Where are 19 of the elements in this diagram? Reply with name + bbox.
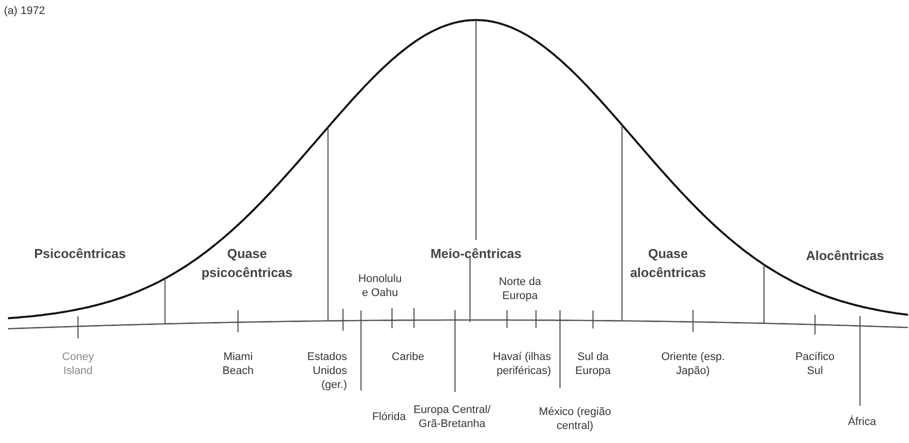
destination-label: México (região central) <box>538 405 612 433</box>
destination-label: Estados Unidos (ger.) <box>306 350 347 392</box>
destination-label: Miami Beach <box>221 350 255 378</box>
chart-title: (a) 1972 <box>4 4 46 18</box>
destination-label: África <box>846 415 878 429</box>
destination-label: Sul da Europa <box>574 350 612 378</box>
destination-label: Havaí (ilhas periféricas) <box>492 350 551 378</box>
destination-label: Coney Island <box>61 350 95 378</box>
destination-label: Caribe <box>390 350 426 364</box>
destination-label: Flórida <box>371 410 407 424</box>
category-label: Quase psicocêntricas <box>200 245 294 282</box>
destination-label: Norte da Europa <box>498 275 542 303</box>
destination-label: Pacífico Sul <box>794 350 836 378</box>
category-label: Psicocêntricas <box>33 245 127 263</box>
category-label: Quase alocêntricas <box>629 245 707 282</box>
category-label: Meio-cêntricas <box>429 245 523 263</box>
category-label: Alocêntricas <box>804 247 886 265</box>
destination-label: Honolulu e Oahu <box>357 272 403 300</box>
destination-label: Oriente (esp. Japão) <box>660 350 726 378</box>
